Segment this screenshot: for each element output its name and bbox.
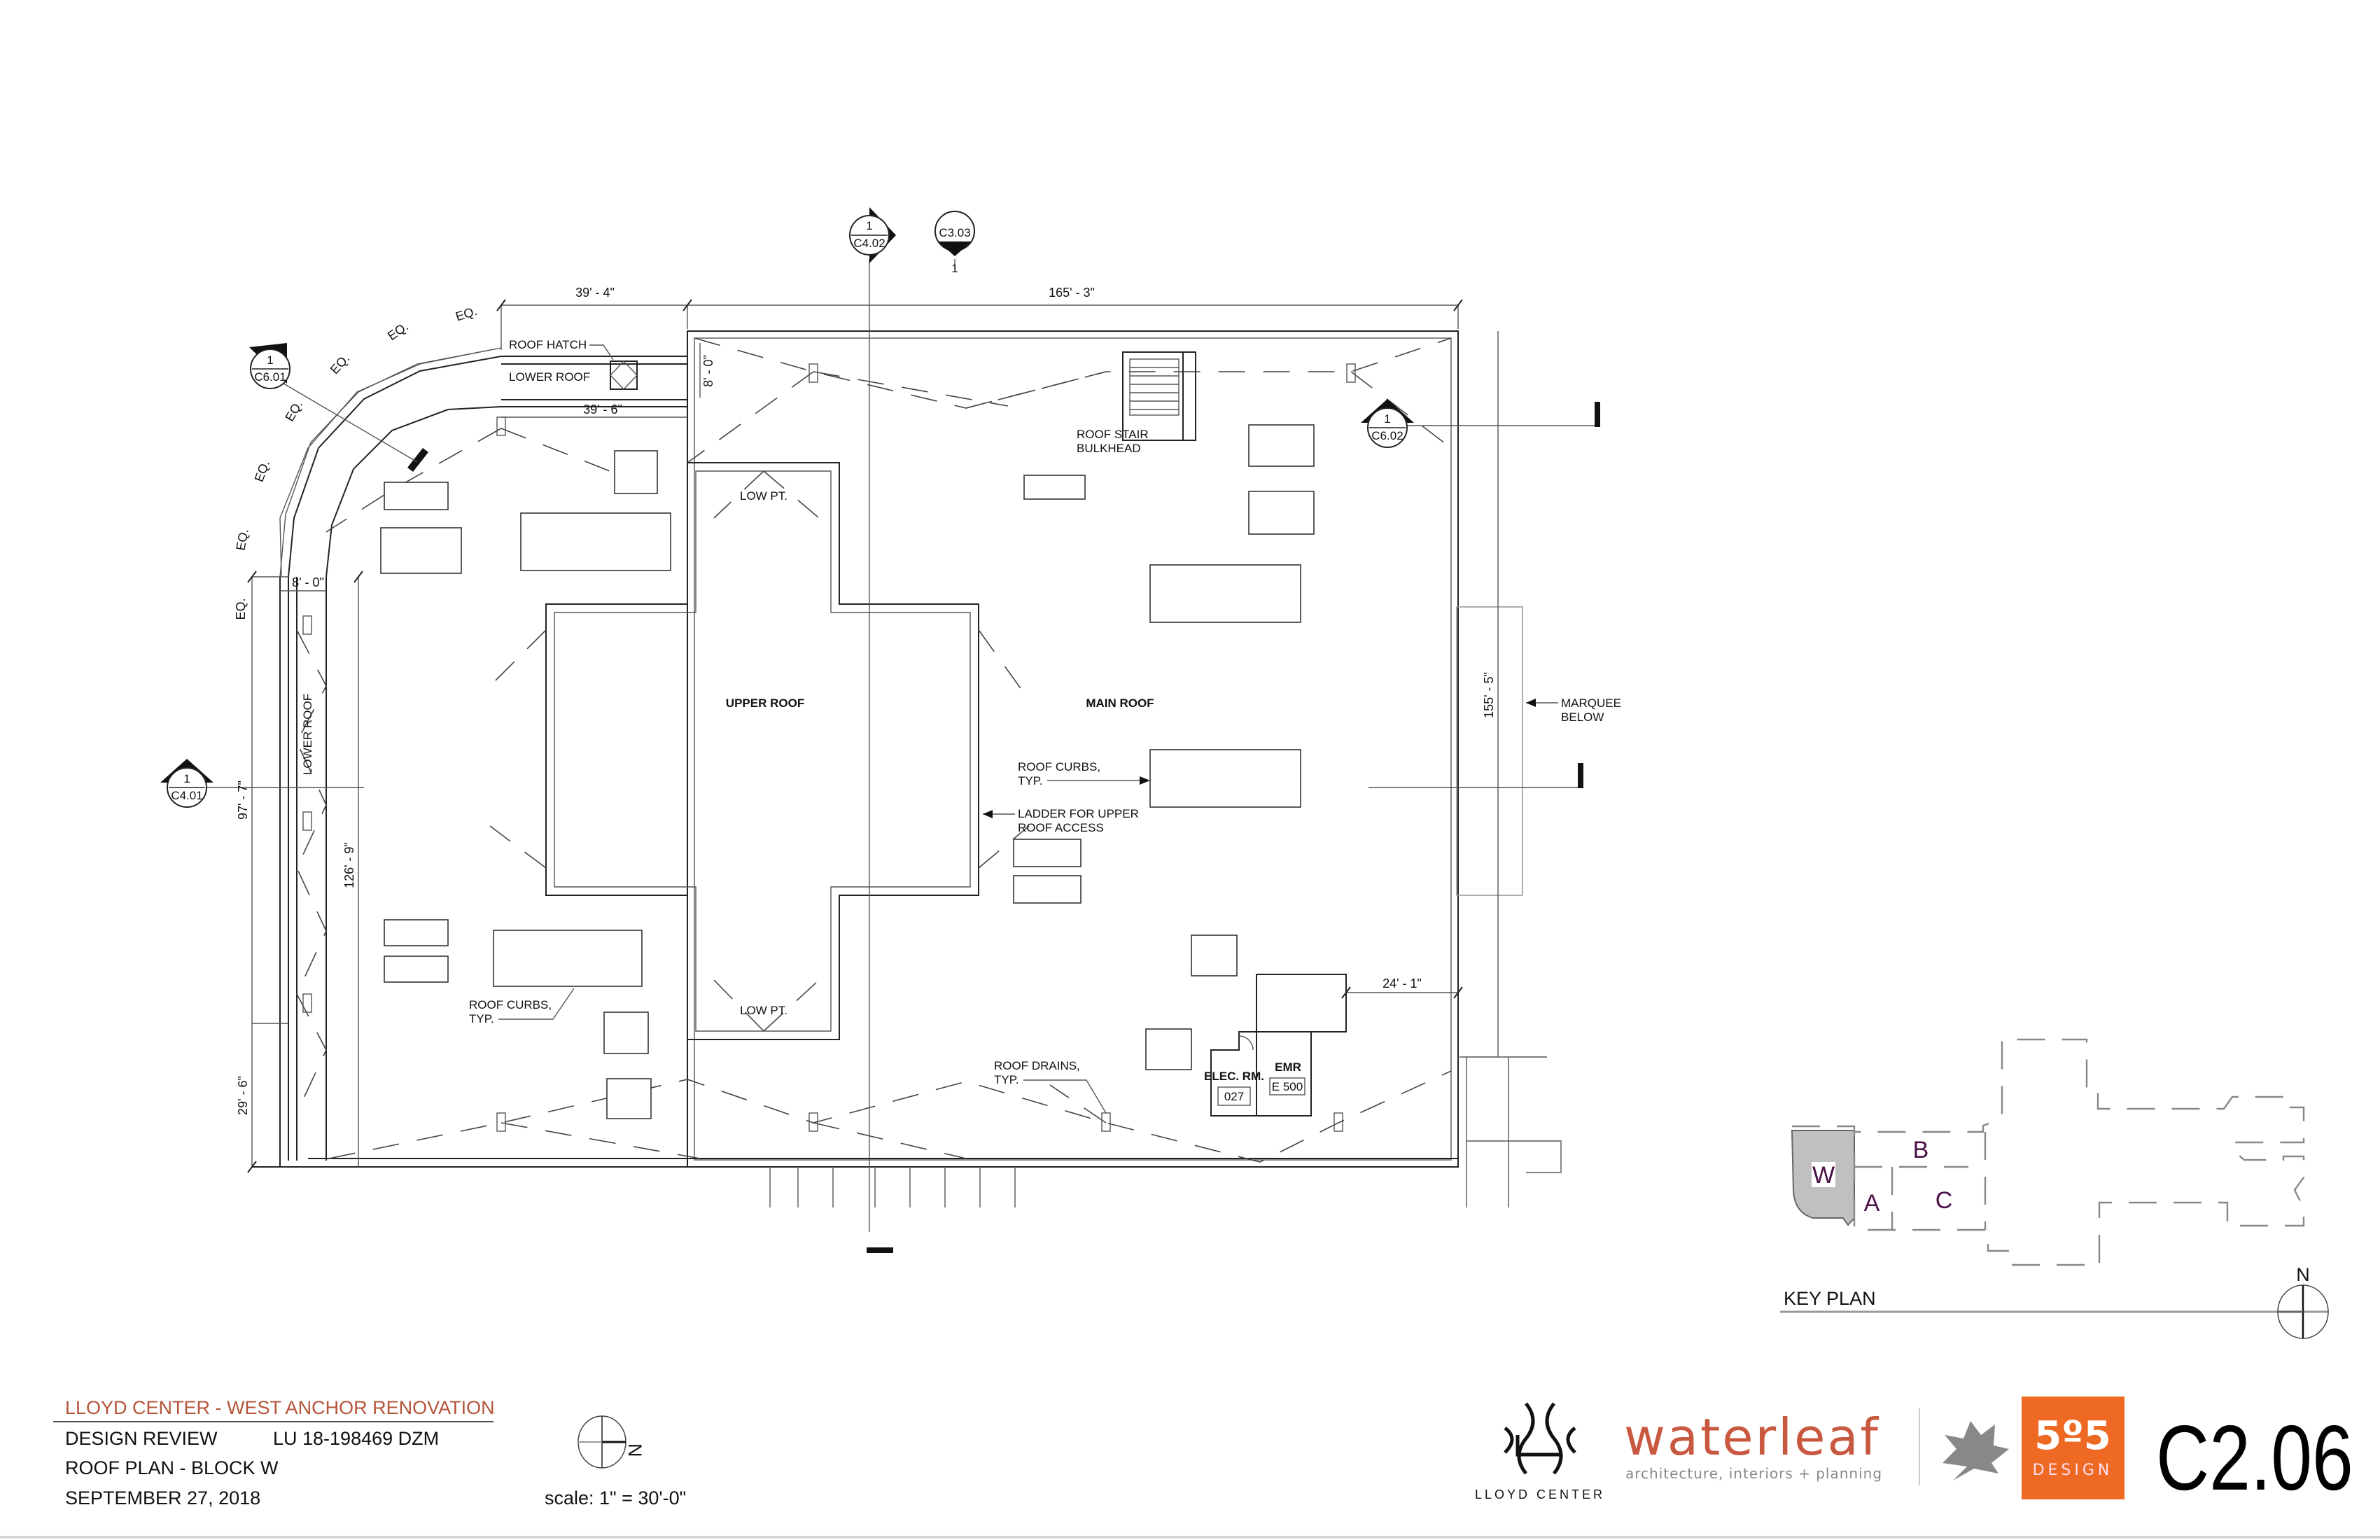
marker-sheet: C6.01 [254,370,286,384]
roof-stair-label: BULKHEAD [1077,442,1141,455]
elec-room-number: 027 [1224,1090,1244,1103]
roof-curbs-label: TYP. [469,1012,494,1026]
sheet-number: C2.06 [2156,1407,2353,1510]
north-arrow-icon: N [578,1415,645,1469]
roof-drains [302,363,1356,1132]
main-roof-label: MAIN ROOF [1086,696,1154,710]
ladder-label: ROOF ACCESS [1018,821,1104,834]
key-plan-block-b: B [1913,1137,1929,1163]
dimension-text: 126' - 9" [342,842,356,888]
stair-bulkhead-icon [1122,351,1196,441]
marker-sheet: C3.03 [939,226,970,239]
dimension-text: 39' - 6" [583,402,622,416]
upper-roof-label: UPPER ROOF [726,696,804,710]
low-point-label: LOW PT. [740,489,788,503]
eq-label: EQ. [234,528,251,552]
marquee-label: MARQUEE [1561,696,1621,710]
lower-roof-label: LOWER ROOF [509,370,590,384]
section-marker-c6-01[interactable]: 1 C6.01 [249,343,290,389]
sheet-title: ROOF PLAN - BLOCK W [65,1457,279,1478]
roof-stair-label: ROOF STAIR [1077,428,1149,441]
scale-label: scale: 1" = 30'-0" [545,1488,686,1508]
marker-number: 1 [951,262,958,275]
505-number: 5º5 [2034,1413,2111,1459]
dimension-text: 8' - 0" [701,355,715,387]
low-point-label: LOW PT. [740,1004,788,1017]
north-arrow-icon: N [2277,1264,2329,1339]
key-plan: W B A C KEY PLAN N [1780,1038,2329,1339]
roof-slope-lines [296,337,1452,1163]
waterleaf-logo: waterleaf architecture, interiors + plan… [1624,1408,2009,1485]
roof-drains-label: TYP. [994,1073,1019,1086]
key-plan-block-c: C [1935,1187,1953,1214]
building-outline [252,330,1459,1168]
phase-label: DESIGN REVIEW [65,1428,218,1449]
505-design-logo: 5º5 DESIGN [2022,1396,2124,1499]
marker-number: 1 [1384,412,1390,426]
section-marker-c4-01[interactable]: 1 C4.01 [160,759,214,808]
dimension-text: 8' - 0" [292,575,324,589]
eq-label: EQ. [385,319,411,343]
section-marker-c3-03[interactable]: C3.03 1 [934,211,975,275]
elec-room-label: ELEC. RM. [1204,1070,1264,1083]
marker-number: 1 [866,219,872,232]
lloyd-center-wordmark: LLOYD CENTER [1475,1488,1605,1502]
eq-label: EQ. [252,458,272,484]
roof-hatch-label: ROOF HATCH [509,338,587,351]
emr-label: EMR [1275,1060,1301,1074]
dimension-text: 155' - 5" [1482,672,1496,718]
eq-label: EQ. [328,351,353,377]
marquee-label: BELOW [1561,710,1604,724]
marquee-outline [1456,606,1523,896]
marker-sheet: C4.02 [853,237,885,250]
dimension-text: 165' - 3" [1049,286,1095,300]
dimension-text: 97' - 7" [236,780,250,820]
leaf-icon [1942,1421,2009,1480]
eq-label: EQ. [282,398,305,424]
roof-drains-label: ROOF DRAINS, [994,1059,1080,1072]
dimension-text: 24' - 1" [1382,976,1422,990]
lower-roof-label: LOWER ROOF [301,694,314,775]
marker-number: 1 [267,354,273,367]
marker-sheet: C6.02 [1371,429,1403,442]
eq-label: EQ. [234,598,248,620]
section-marker-c6-02[interactable]: 1 C6.02 [1361,399,1414,448]
section-marker-c4-02[interactable]: 1 C4.02 [849,207,896,263]
marker-number: 1 [183,772,190,785]
roof-curbs-label: ROOF CURBS, [469,998,552,1011]
project-title: LLOYD CENTER - WEST ANCHOR RENOVATION [65,1397,495,1418]
dimension-lines [247,299,1499,1173]
dimension-text: 39' - 4" [575,286,615,300]
title-block: LLOYD CENTER - WEST ANCHOR RENOVATION DE… [53,1396,2353,1510]
ladder-label: LADDER FOR UPPER [1018,807,1139,820]
dimension-labels: 39' - 4" 165' - 3" 39' - 6" 8' - 0" 8' -… [234,286,1496,1115]
marker-sheet: C4.01 [171,789,202,802]
roof-curbs-label: ROOF CURBS, [1018,760,1100,774]
dimension-text: 29' - 6" [236,1076,250,1115]
roof-hatch-icon [610,360,638,391]
roof-curbs [380,424,1315,1119]
505-design-word: DESIGN [2033,1462,2113,1479]
lloyd-center-logo: LLOYD CENTER [1475,1402,1605,1502]
key-plan-block-w: W [1812,1162,1835,1189]
emr-number: E 500 [1272,1080,1303,1093]
upper-roof-outline [545,462,979,1040]
roof-curbs-label: TYP. [1018,774,1043,788]
case-number: LU 18-198469 DZM [273,1428,439,1449]
north-label: N [624,1443,645,1457]
lower-edge-details [769,1056,1562,1208]
date-label: SEPTEMBER 27, 2018 [65,1488,260,1508]
emr-room [1210,974,1347,1116]
key-plan-block-a: A [1864,1190,1880,1217]
key-plan-title: KEY PLAN [1784,1288,1876,1309]
waterleaf-tagline: architecture, interiors + planning [1625,1465,1882,1482]
plan-labels: UPPER ROOF MAIN ROOF LOW PT. LOW PT. ROO… [301,338,1621,1114]
eq-label: EQ. [454,304,479,324]
waterleaf-wordmark: waterleaf [1624,1408,1880,1466]
north-label: N [2296,1264,2310,1285]
